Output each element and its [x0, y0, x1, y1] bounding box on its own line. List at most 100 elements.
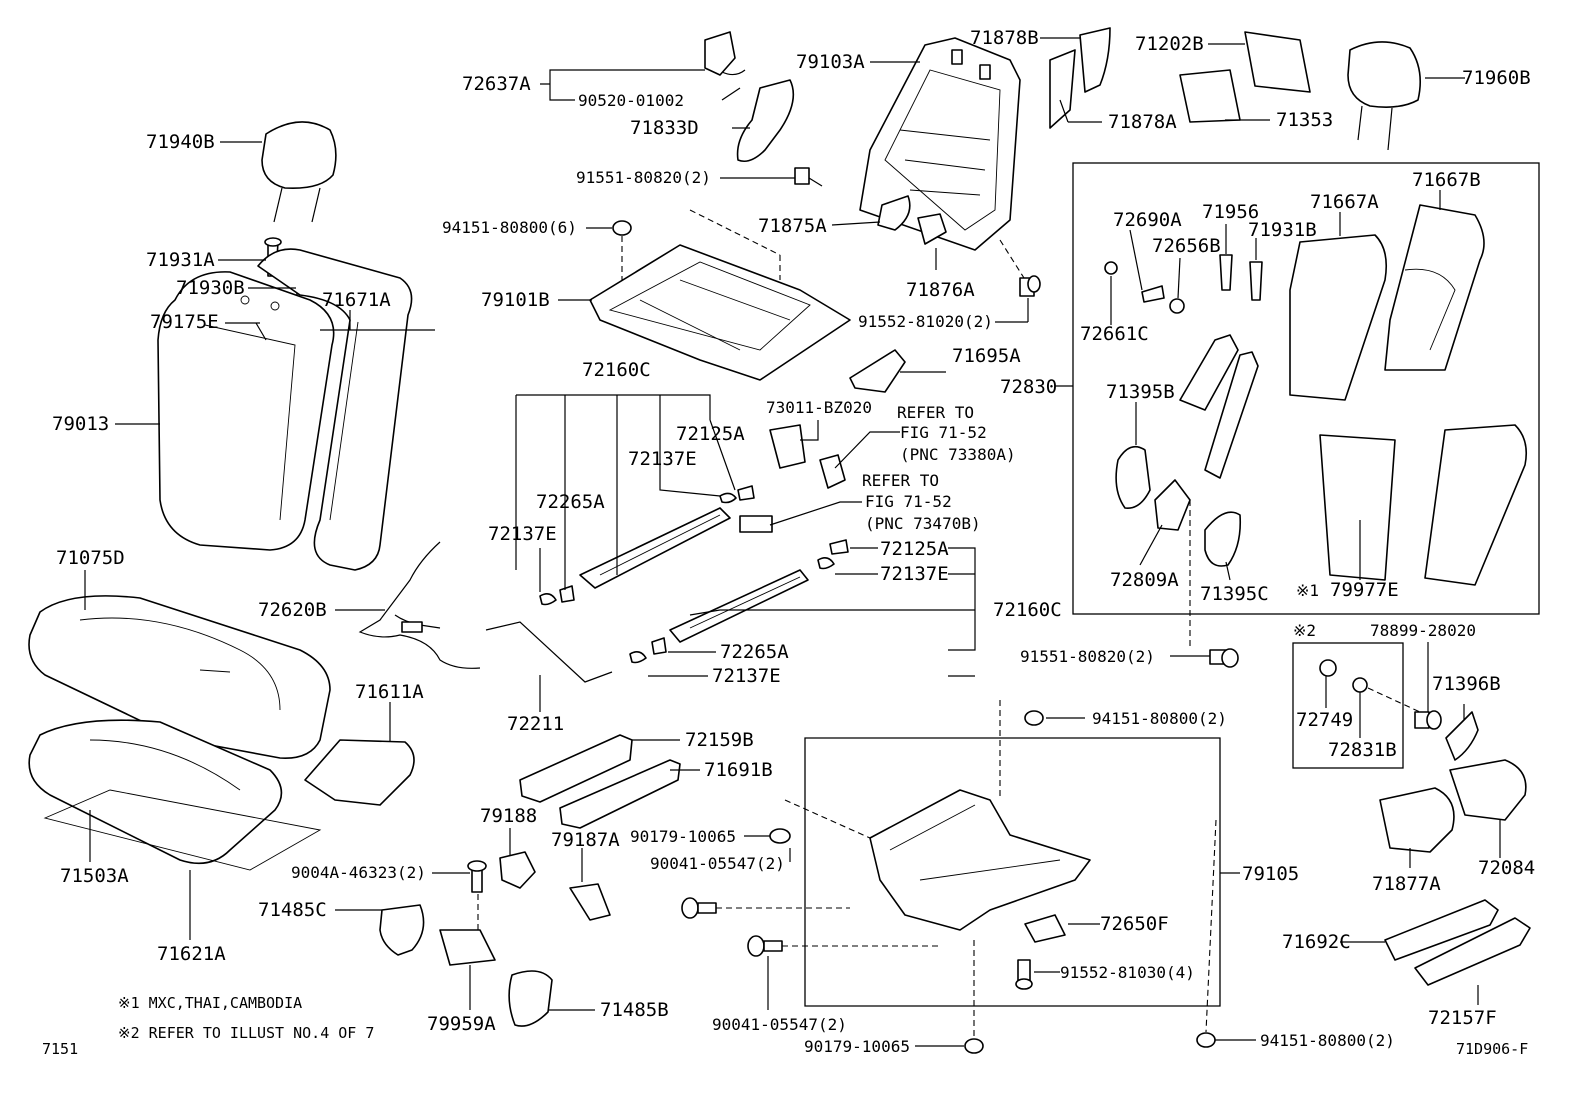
label-79959A: 79959A	[427, 1013, 496, 1035]
label-91551-80820-a: 91551-80820(2)	[576, 168, 711, 187]
mechanism-72809A	[1154, 479, 1191, 531]
label-72137E-a: 72137E	[628, 448, 697, 470]
label-72749: 72749	[1296, 709, 1353, 731]
label-71695A: 71695A	[952, 345, 1021, 367]
cover-71833D	[736, 79, 795, 163]
nut-94151-80800-b	[1024, 710, 1044, 726]
label-90041-05547-a: 90041-05547(2)	[650, 854, 785, 873]
cover-71878A	[1049, 49, 1076, 129]
label-71875A: 71875A	[758, 215, 827, 237]
label-71878B: 71878B	[970, 27, 1039, 49]
label-71395B: 71395B	[1106, 381, 1175, 403]
nut-90179-10065-b	[964, 940, 984, 1054]
bolt-91551-80820-b	[1189, 500, 1239, 668]
label-71202B: 71202B	[1135, 33, 1204, 55]
cushion-72084	[1449, 759, 1527, 821]
label-72830: 72830	[1000, 376, 1057, 398]
label-79103A: 79103A	[796, 51, 865, 73]
label-71876A: 71876A	[906, 279, 975, 301]
hinge-72637A	[704, 31, 746, 76]
label-71956: 71956	[1202, 201, 1259, 223]
label-91552-81020: 91552-81020(2)	[858, 312, 993, 331]
label-79188: 79188	[480, 805, 537, 827]
footnote-2: ※2 REFER TO ILLUST NO.4 OF 7	[118, 1024, 374, 1042]
label-refer-1a: REFER TO	[897, 403, 974, 422]
label-71396B: 71396B	[1432, 673, 1501, 695]
cushion-right-box	[1424, 424, 1528, 586]
cover-71395C	[1204, 511, 1242, 567]
label-90179-10065-b: 90179-10065	[804, 1037, 910, 1056]
group-box-note2	[1292, 642, 1404, 769]
clip-72137E-b	[539, 592, 557, 606]
label-refer-2c: (PNC 73470B)	[865, 514, 981, 533]
label-71691B: 71691B	[704, 759, 773, 781]
label-71503A: 71503A	[60, 865, 129, 887]
rail-72160C-a	[579, 507, 731, 589]
bolt-90041-05547-b	[747, 935, 940, 957]
cover-71878B	[1079, 27, 1111, 93]
label-72809A: 72809A	[1110, 569, 1179, 591]
label-71667B: 71667B	[1412, 169, 1481, 191]
panel-79977E	[1319, 434, 1396, 581]
label-72661C: 72661C	[1080, 323, 1149, 345]
cover-79959A	[439, 929, 496, 966]
cover-71395B	[1115, 445, 1151, 509]
footnote-1: ※1 MXC,THAI,CAMBODIA	[118, 994, 302, 1012]
pin-72690A	[1141, 285, 1165, 303]
bolt-91552-81020	[999, 239, 1041, 297]
label-71075D: 71075D	[56, 547, 125, 569]
label-71692C: 71692C	[1282, 931, 1351, 953]
clip-72265A-b	[651, 637, 667, 655]
label-72160C-a: 72160C	[582, 359, 651, 381]
bracket-71876A	[917, 213, 947, 245]
label-72265A-b: 72265A	[720, 641, 789, 663]
cover-71485B	[508, 970, 553, 1027]
nut-72749	[1319, 659, 1337, 677]
label-note1-mark: ※1	[1296, 581, 1319, 600]
label-94151-80800-a: 94151-80800(6)	[442, 218, 577, 237]
label-note2-mark: ※2	[1293, 621, 1316, 640]
label-72159B: 72159B	[685, 729, 754, 751]
pad-71611A	[304, 739, 415, 806]
label-79105: 79105	[1242, 863, 1299, 885]
label-90041-05547-b: 90041-05547(2)	[712, 1015, 847, 1034]
label-79101B: 79101B	[481, 289, 550, 311]
group-box-72830	[1072, 162, 1540, 615]
part-labels: 71940B 71931A 71930B 79175E 71671A 79013…	[52, 27, 1535, 1056]
label-94151-80800-b: 94151-80800(2)	[1092, 709, 1227, 728]
label-71671A: 71671A	[322, 289, 391, 311]
part-73470B	[739, 515, 773, 533]
footnotes: ※1 MXC,THAI,CAMBODIA ※2 REFER TO ILLUST …	[42, 994, 1528, 1058]
cushion-assembly-71075D	[28, 595, 331, 759]
panel-71353	[1179, 69, 1241, 123]
headrest-71940B	[261, 121, 337, 223]
label-72137E-c: 72137E	[880, 563, 949, 585]
bolt-78899-28020	[1414, 710, 1442, 730]
bolt-91551-80820-a	[794, 167, 823, 187]
label-72160C-b: 72160C	[993, 599, 1062, 621]
label-72084: 72084	[1478, 857, 1535, 879]
label-72137E-d: 72137E	[712, 665, 781, 687]
cover-71691B	[559, 759, 681, 829]
cover-71695A	[849, 349, 906, 393]
label-71930B: 71930B	[176, 277, 245, 299]
label-90520-01002: 90520-01002	[578, 91, 684, 110]
leader-lines	[84, 37, 1501, 1047]
board-71202B	[1244, 31, 1311, 93]
label-72690A: 72690A	[1113, 209, 1182, 231]
label-refer-2a: REFER TO	[862, 471, 939, 490]
label-72650F: 72650F	[1100, 913, 1169, 935]
bushing-71931B	[1249, 261, 1263, 301]
cushion-cover-71621A	[43, 789, 322, 871]
washer-72656B	[1169, 298, 1185, 314]
cover-71692C	[1384, 899, 1499, 961]
label-73011-BZ020: 73011-BZ020	[766, 398, 872, 417]
cover-72159B	[519, 734, 633, 803]
frame-72830	[1179, 334, 1259, 479]
label-refer-1b: FIG 71-52	[900, 423, 987, 442]
latch-72650F	[1024, 914, 1066, 943]
label-90179-10065-a: 90179-10065	[630, 827, 736, 846]
label-72137E-b: 72137E	[488, 523, 557, 545]
label-71667A: 71667A	[1310, 191, 1379, 213]
label-71621A: 71621A	[157, 943, 226, 965]
